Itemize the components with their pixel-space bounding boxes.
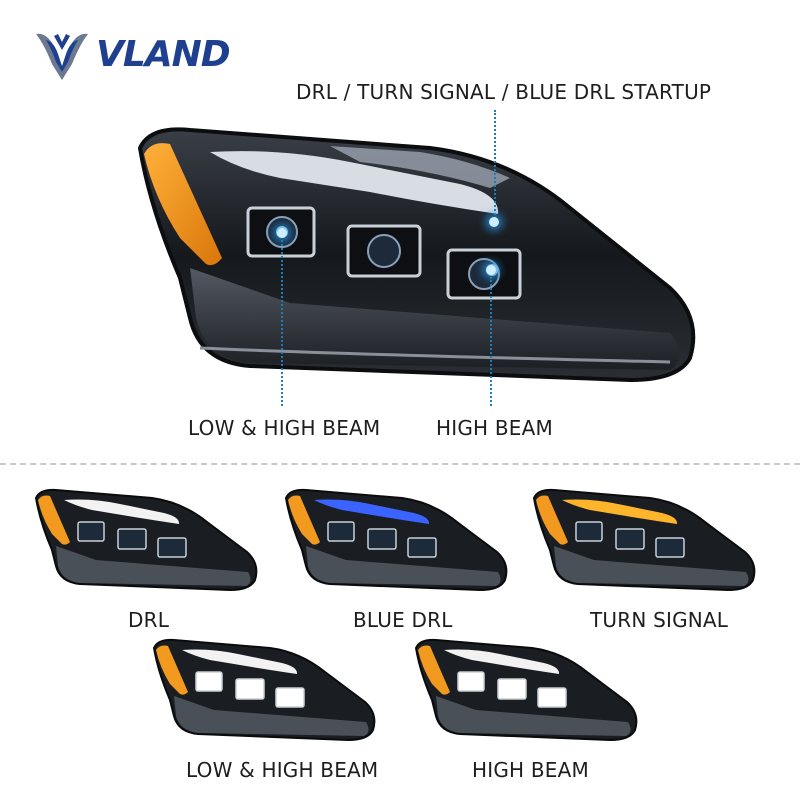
v-wings-logo-icon xyxy=(36,33,88,80)
mode-label-drl: DRL xyxy=(128,608,170,632)
mode-label-blue-drl: BLUE DRL xyxy=(353,608,453,632)
callout-line-right xyxy=(490,277,492,406)
headlight-thumbnail-drl xyxy=(34,488,258,592)
headlight-thumbnail-blue-drl xyxy=(284,488,508,592)
callout-dot-top xyxy=(489,217,499,227)
brand-name: VLAND xyxy=(96,34,231,75)
mode-label-turn-signal: TURN SIGNAL xyxy=(590,608,729,632)
callout-label-low-high-beam: LOW & HIGH BEAM xyxy=(188,416,381,440)
mode-label-low-high-beam: LOW & HIGH BEAM xyxy=(186,758,379,782)
vland-logo xyxy=(36,33,88,80)
callout-label-top: DRL / TURN SIGNAL / BLUE DRL STARTUP xyxy=(296,80,712,104)
callout-dot-left xyxy=(277,228,287,238)
headlight-thumbnail-high-beam xyxy=(414,638,638,742)
callout-line-left xyxy=(281,240,283,406)
callout-dot-right xyxy=(486,265,496,275)
hero-headlight-image xyxy=(137,127,696,383)
callout-line-top xyxy=(494,110,496,222)
callout-label-high-beam: HIGH BEAM xyxy=(436,416,553,440)
section-divider xyxy=(0,463,800,465)
headlight-thumbnail-low-high-beam xyxy=(152,638,376,742)
headlight-thumbnail-turn-signal xyxy=(532,488,756,592)
mode-label-high-beam: HIGH BEAM xyxy=(472,758,589,782)
